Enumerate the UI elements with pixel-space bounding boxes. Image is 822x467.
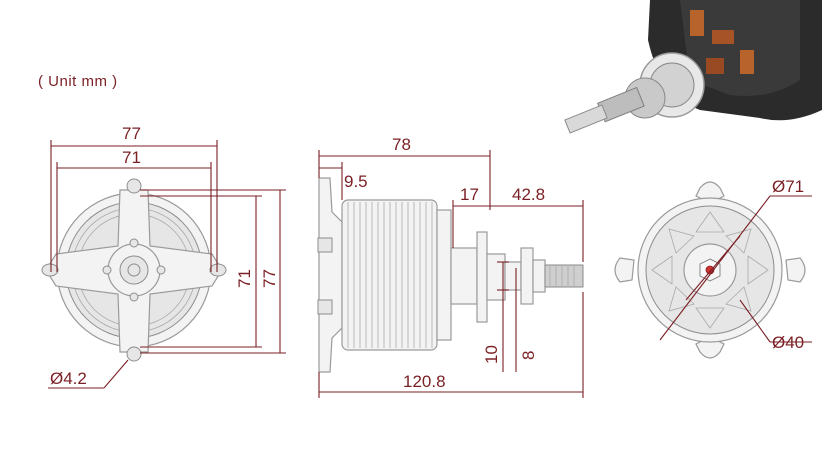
dim-total-length: 120.8 — [403, 372, 446, 391]
dim-front-width-outer: 77 — [122, 124, 141, 143]
dim-front-height-inner: 71 — [235, 269, 254, 288]
dim-outer-diameter: Ø71 — [772, 177, 804, 196]
dim-shaft-length: 42.8 — [512, 185, 545, 204]
dim-8: 8 — [519, 351, 538, 360]
side-dimensions — [318, 150, 584, 398]
front-view — [41, 178, 227, 362]
side-view — [317, 177, 584, 373]
dim-flange: 9.5 — [344, 172, 368, 191]
rear-view — [614, 181, 806, 359]
stator-slots — [651, 211, 769, 329]
dim-front-width-inner: 71 — [122, 148, 141, 167]
dim-10: 10 — [482, 345, 501, 364]
dim-front-height-outer: 77 — [260, 269, 279, 288]
dim-hole: Ø4.2 — [50, 369, 87, 388]
dim-inner-diameter: Ø40 — [772, 333, 804, 352]
front-dimensions — [48, 140, 286, 389]
cooling-fins — [347, 202, 433, 348]
unit-note: ( Unit mm ) — [38, 73, 118, 90]
rear-dimensions — [659, 195, 812, 343]
dim-body-length: 78 — [392, 135, 411, 154]
dim-shaft-part: 17 — [460, 185, 479, 204]
motor-photo — [560, 0, 822, 145]
